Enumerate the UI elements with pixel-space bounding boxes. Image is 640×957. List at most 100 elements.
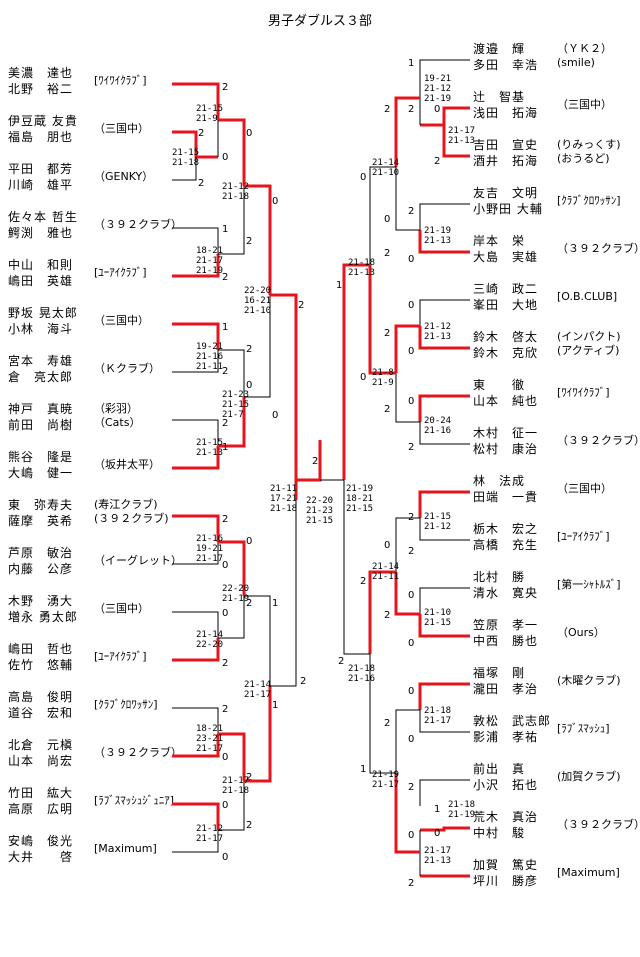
bracket-line-24 xyxy=(244,595,271,686)
bracket-line-23 xyxy=(218,596,245,639)
player-name: 内藤 公彦 xyxy=(8,562,74,576)
winner-path-36 xyxy=(442,125,470,158)
game-count: 0 xyxy=(408,734,415,745)
club-name: [ﾕｰｱｲｸﾗﾌﾞ] xyxy=(557,530,610,543)
game-count: 1 xyxy=(272,700,279,711)
player-name: 川崎 雄平 xyxy=(8,178,74,192)
winner-path-20 xyxy=(218,540,246,596)
game-count: 0 xyxy=(408,590,415,601)
game-count: 0 xyxy=(222,752,229,763)
match-score: 21-15 21-9 xyxy=(196,104,224,124)
player-name: 宮本 寿雄 xyxy=(8,354,74,368)
player-name: 中山 和則 xyxy=(8,258,74,272)
club-name: （イーグレット） xyxy=(94,554,182,567)
winner-path-4 xyxy=(218,118,246,186)
bracket-line-12 xyxy=(218,349,245,397)
winner-path-50 xyxy=(342,263,370,480)
game-count: 2 xyxy=(246,772,253,783)
game-count: 2 xyxy=(222,418,229,429)
game-count: 2 xyxy=(246,820,253,831)
match-score: 19-21 21-12 21-19 xyxy=(424,74,452,104)
bracket-line-67 xyxy=(343,480,370,655)
club-name: （３９２クラブ） xyxy=(557,434,640,447)
game-count: 1 xyxy=(434,804,441,815)
bracket-line-61 xyxy=(419,779,470,806)
match-score: 21-19 21-17 xyxy=(372,770,400,790)
player-name: 東 徹 xyxy=(473,378,526,392)
winner-path-28 xyxy=(172,802,220,830)
game-count: 2 xyxy=(384,718,391,729)
club-name: （３９２クラブ） xyxy=(94,746,182,759)
winner-path-62 xyxy=(420,826,470,832)
match-score: 19-21 21-16 21-11 xyxy=(196,342,224,372)
club-name: (加賀クラブ) xyxy=(557,770,621,783)
player-name: 増永 勇太郎 xyxy=(8,610,78,624)
winner-path-38 xyxy=(394,96,420,167)
club-name: [Maximum] xyxy=(94,842,157,855)
player-name: 小沢 拓也 xyxy=(473,778,539,792)
game-count: 0 xyxy=(434,104,441,115)
player-name: 北倉 元槇 xyxy=(8,738,74,752)
player-name: 小林 海斗 xyxy=(8,322,74,336)
player-name: 神戸 真暁 xyxy=(8,402,74,416)
player-name: 嶋田 哲也 xyxy=(8,642,74,656)
game-count: 0 xyxy=(408,830,415,841)
game-count: 2 xyxy=(222,658,229,669)
club-name: [ｸﾗﾌﾞｸﾛﾜｯｻﾝ] xyxy=(557,194,621,207)
winner-path-56 xyxy=(394,572,420,616)
match-score: 21-18 21-16 xyxy=(348,664,376,684)
match-score: 21-23 21-15 21-7 xyxy=(222,390,250,420)
game-count: 2 xyxy=(408,546,415,557)
club-name: [ﾜｲﾜｲｸﾗﾌﾞ] xyxy=(557,386,610,399)
player-name: 影浦 孝祐 xyxy=(473,730,539,744)
player-name: 松村 康治 xyxy=(473,442,539,456)
bracket-line-52 xyxy=(419,518,470,541)
match-score: 21-18 21-17 xyxy=(424,706,452,726)
game-count: 0 xyxy=(434,828,441,839)
winner-path-55 xyxy=(418,614,470,638)
winner-path-10 xyxy=(172,322,220,350)
club-name: [ﾕｰｱｲｸﾗﾌﾞ] xyxy=(94,650,147,663)
match-score: 21-16 19-21 21-17 xyxy=(196,534,224,564)
winner-path-58 xyxy=(418,682,470,710)
club-name: (りみっくす) (おうるど) xyxy=(557,138,621,165)
club-name: （坂井太平） xyxy=(94,458,160,471)
game-count: 2 xyxy=(384,328,391,339)
bracket-line-6 xyxy=(172,227,219,254)
player-name: 荒木 真治 xyxy=(473,810,539,824)
player-name: 中西 勝也 xyxy=(473,634,539,648)
player-name: 小野田 大輔 xyxy=(473,202,543,216)
game-count: 2 xyxy=(338,656,345,667)
game-count: 2 xyxy=(408,442,415,453)
winner-path-57 xyxy=(368,570,396,654)
game-count: 0 xyxy=(360,372,367,383)
game-count: 0 xyxy=(246,128,253,139)
player-name: 中村 駿 xyxy=(473,826,526,840)
bracket-line-66 xyxy=(369,654,396,774)
bracket-line-43 xyxy=(419,299,470,326)
game-count: 2 xyxy=(408,104,415,115)
winner-path-18 xyxy=(172,514,220,542)
match-score: 21-12 21-17 xyxy=(196,824,224,844)
match-score: 21-15 21-13 xyxy=(196,438,224,458)
player-name: 浅田 拓海 xyxy=(473,106,539,120)
game-count: 1 xyxy=(222,442,229,453)
player-name: 吉田 宣史 xyxy=(473,138,539,152)
game-count: 2 xyxy=(198,128,205,139)
match-score: 21-14 21-11 xyxy=(372,562,400,582)
winner-path-1 xyxy=(172,82,220,120)
game-count: 0 xyxy=(222,800,229,811)
game-count: 0 xyxy=(222,852,229,863)
match-score: 21-14 22-20 xyxy=(196,630,224,650)
player-name: 大井 啓 xyxy=(8,850,74,864)
club-name: （３９２クラブ） xyxy=(557,818,640,831)
game-count: 2 xyxy=(384,404,391,415)
player-name: 峯田 大地 xyxy=(473,298,539,312)
winner-path-14 xyxy=(172,446,220,470)
game-count: 2 xyxy=(222,514,229,525)
game-count: 2 xyxy=(222,366,229,377)
bracket-line-53 xyxy=(395,517,420,572)
winner-path-22 xyxy=(172,638,220,662)
bracket-line-48 xyxy=(395,373,420,423)
game-count: 2 xyxy=(246,236,253,247)
